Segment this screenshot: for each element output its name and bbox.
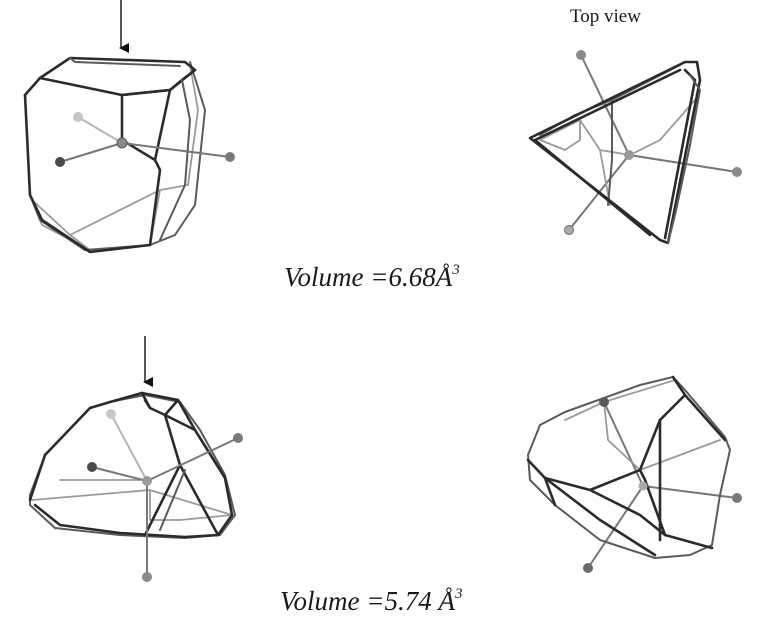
volume-exponent: 3 xyxy=(454,586,463,602)
atom-center-icon xyxy=(638,481,648,491)
atom-bottom-icon xyxy=(564,225,574,235)
atom-top-icon xyxy=(599,397,609,407)
volume-label-1: Volume =6.68Å3 xyxy=(284,262,460,293)
atom-center-icon xyxy=(116,137,128,149)
volume-text: Volume =6.68 xyxy=(284,262,436,292)
top-view-label: Top view xyxy=(570,6,641,27)
atom-bottom-icon xyxy=(142,572,152,582)
atom-light-icon xyxy=(73,112,83,122)
volume-unit: Å xyxy=(438,586,455,616)
atom-dark-icon xyxy=(87,462,97,472)
atom-right-icon xyxy=(225,152,235,162)
volume-text: Volume =5.74 xyxy=(280,586,439,616)
polyhedron-1-side-view xyxy=(23,56,235,254)
atom-center-icon xyxy=(142,476,152,486)
atom-dark-icon xyxy=(55,157,65,167)
atom-right-icon xyxy=(233,433,243,443)
atom-right-icon xyxy=(732,493,742,503)
atom-right-icon xyxy=(732,167,742,177)
volume-unit: Å xyxy=(435,262,453,292)
atom-top-icon xyxy=(576,50,586,60)
polyhedron-1-top-view xyxy=(528,50,742,245)
volume-exponent: 3 xyxy=(452,262,460,278)
polyhedron-2-top-view xyxy=(526,375,742,573)
atom-center-icon xyxy=(624,150,634,160)
atom-bottom-icon xyxy=(583,563,593,573)
atom-light-icon xyxy=(106,409,116,419)
polyhedron-2-side-view xyxy=(28,391,243,582)
volume-label-2: Volume =5.74 Å3 xyxy=(280,586,462,617)
